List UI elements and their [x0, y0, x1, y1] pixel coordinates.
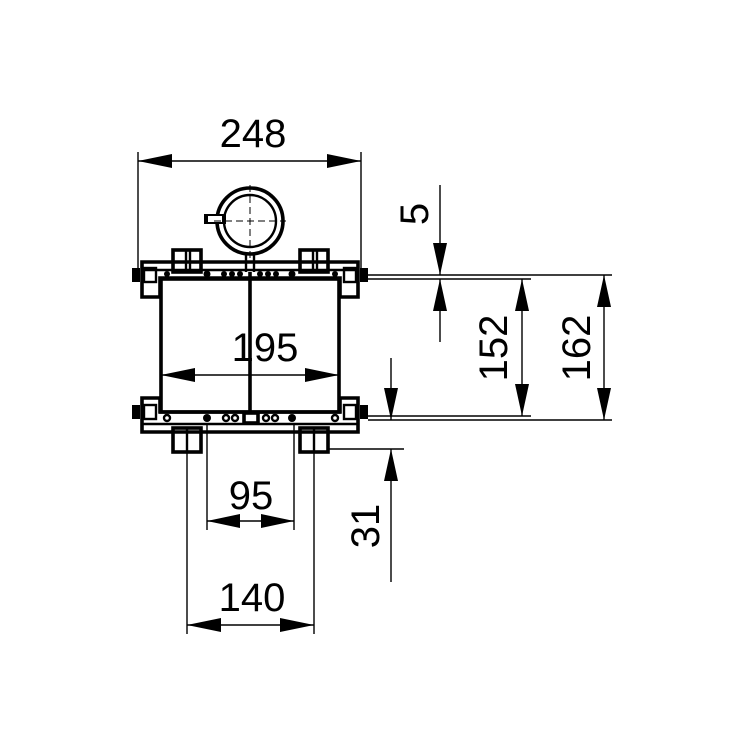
dimension-inner-width: 195: [161, 326, 339, 382]
dimension-flange-offset: 5: [393, 185, 447, 342]
dimension-gland-spacing-outer: 140: [186, 452, 315, 634]
dim-label-95: 95: [229, 474, 274, 518]
dim-label-152: 152: [472, 315, 516, 382]
extension-lines-right: [328, 274, 612, 450]
dimension-body-height: 152: [472, 279, 529, 416]
dim-label-195: 195: [232, 326, 299, 370]
pipe-clamp: [204, 185, 286, 272]
top-flange: [132, 248, 368, 299]
bottom-flange: [132, 396, 368, 454]
dim-label-162: 162: [555, 315, 599, 382]
dimension-gland-projection: 31: [344, 358, 398, 582]
dim-label-248: 248: [220, 112, 287, 156]
dimension-gland-spacing-inner: 95: [206, 424, 295, 530]
dim-label-5: 5: [393, 203, 437, 225]
dimension-overall-height: 162: [555, 275, 611, 420]
dimension-overall-width: 248: [137, 112, 362, 268]
dim-label-31: 31: [344, 504, 388, 549]
dim-label-140: 140: [219, 576, 286, 620]
